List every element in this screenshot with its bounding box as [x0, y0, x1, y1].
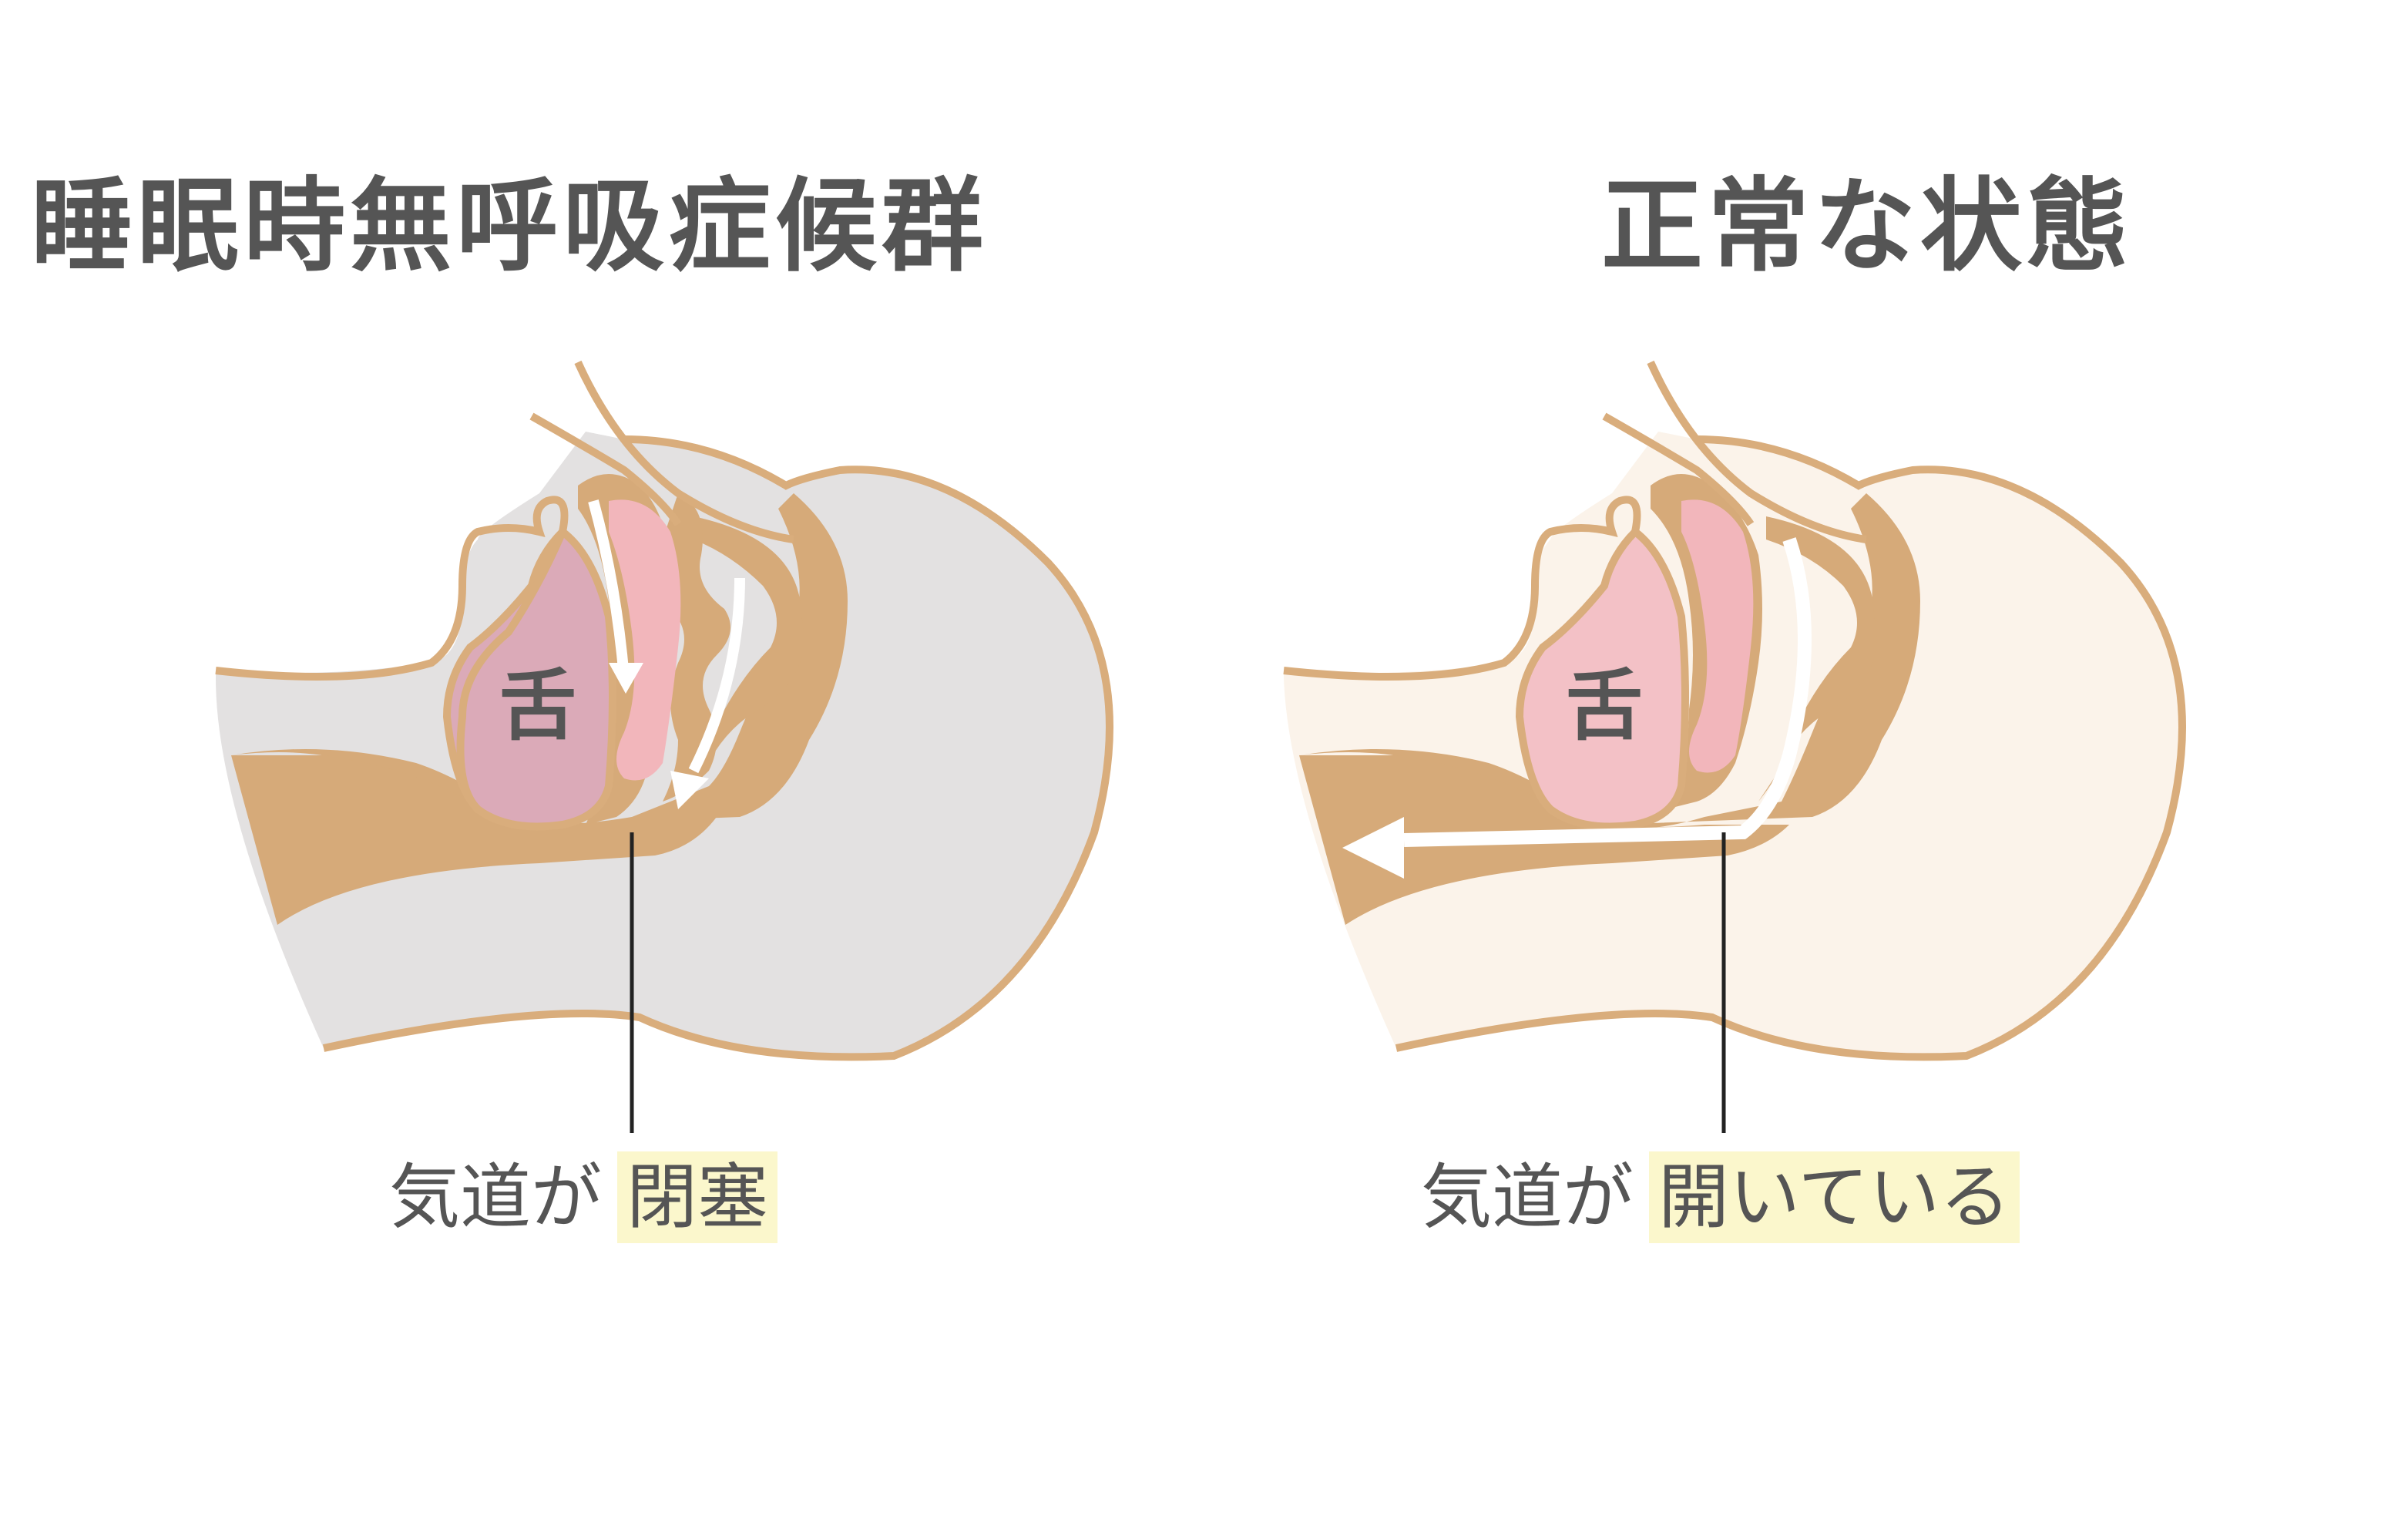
mouth-outline	[215, 496, 569, 812]
airflow-arrow-nose	[588, 499, 630, 679]
caption-prefix: 気道が	[389, 1156, 603, 1239]
apnea-title: 睡眠時無呼吸症候群	[31, 167, 988, 286]
tongue	[1515, 526, 1689, 831]
caption-highlight: 閉塞	[617, 1151, 778, 1243]
nasal-line-lower	[1602, 412, 1755, 526]
pharynx-wall	[678, 516, 804, 802]
airflow-arrowhead-1	[609, 663, 643, 694]
caption-prefix: 気道が	[1421, 1156, 1634, 1239]
apnea-cross-section-diagram	[215, 360, 1113, 1133]
tongue-label: 舌	[499, 661, 576, 751]
head-outline	[322, 435, 1113, 1061]
nasal-line-upper	[574, 360, 794, 543]
normal-panel: 正常な状態 舌 気道が開いている	[1204, 0, 2407, 1516]
normal-caption: 気道が開いている	[1421, 1151, 2020, 1243]
soft-palate	[609, 499, 681, 781]
airflow-arrowhead	[1342, 817, 1404, 879]
apnea-panel: 睡眠時無呼吸症候群 舌 気道が閉塞	[31, 167, 1113, 1243]
nasal-line-upper	[1647, 360, 1867, 543]
soft-palate	[1681, 499, 1754, 773]
normal-title: 正常な状態	[1601, 167, 2133, 286]
tongue	[442, 526, 616, 831]
throat-tissue-lower	[231, 755, 717, 925]
mouth-outline	[1283, 496, 1641, 681]
pharynx-wall	[1758, 516, 1877, 802]
airflow-arrow-throat	[688, 577, 745, 774]
nasal-line-lower	[529, 412, 682, 526]
normal-cross-section-diagram	[1283, 360, 2186, 1133]
head-outline	[1395, 435, 2186, 1061]
apnea-caption: 気道が閉塞	[389, 1151, 778, 1243]
tongue-label: 舌	[1566, 661, 1643, 751]
caption-highlight: 開いている	[1649, 1151, 2020, 1243]
open-airway	[1403, 537, 1812, 847]
airflow-arrowhead-2	[670, 771, 709, 809]
